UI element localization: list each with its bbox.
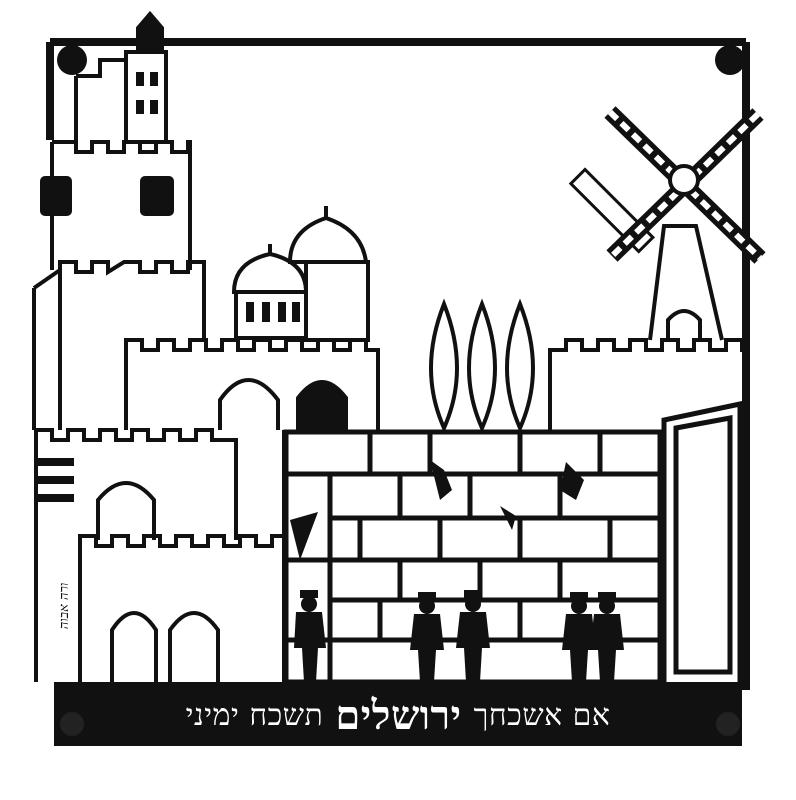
middle-crenellated-wall bbox=[124, 338, 380, 432]
cypress-trees bbox=[429, 298, 535, 433]
figure-1 bbox=[294, 590, 326, 682]
inscription-emphasis: ירושלים bbox=[335, 691, 462, 739]
figure-3 bbox=[456, 590, 490, 682]
western-wall bbox=[283, 400, 743, 685]
praying-figures bbox=[294, 590, 624, 682]
inscription-lead: אם אשכחך bbox=[473, 697, 611, 733]
windmill bbox=[568, 106, 766, 341]
artist-signature: ורה אבוה bbox=[57, 582, 72, 630]
domed-building bbox=[231, 206, 370, 342]
inscription-tail: תשכח ימיני bbox=[185, 697, 324, 733]
inscription: אם אשכחך ירושלים תשכח ימיני bbox=[60, 688, 736, 742]
figure-2 bbox=[410, 592, 444, 682]
figure-5 bbox=[590, 592, 624, 682]
top-right-screw-icon bbox=[715, 45, 745, 75]
right-crenellated-wall bbox=[548, 338, 746, 430]
bottom-left-screw-icon bbox=[60, 712, 84, 736]
top-left-screw-icon bbox=[57, 45, 87, 75]
bottom-right-screw-icon bbox=[716, 712, 740, 736]
frame bbox=[46, 38, 750, 746]
tower-of-david bbox=[32, 10, 206, 430]
figure-4 bbox=[562, 592, 596, 682]
